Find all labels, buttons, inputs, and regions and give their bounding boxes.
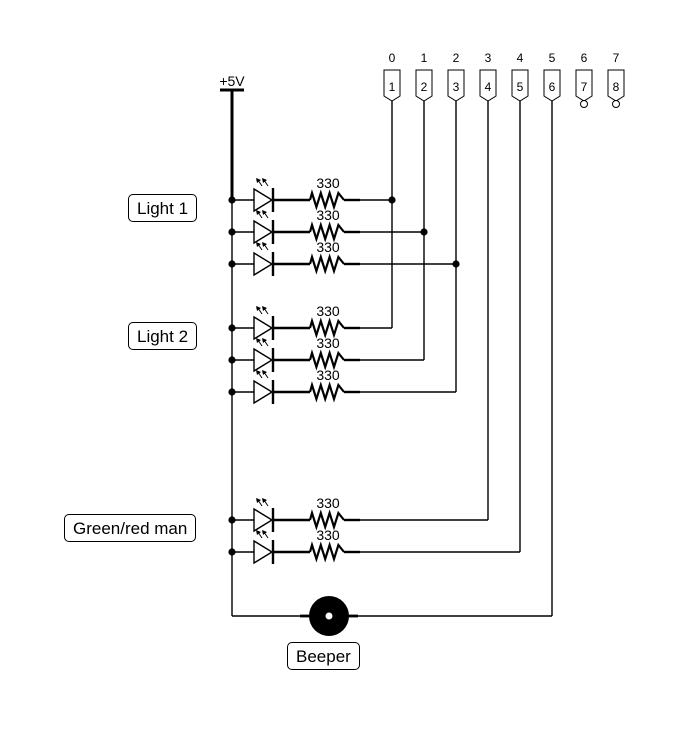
pin-label: 6 [549, 80, 556, 94]
rail-junction-dot [228, 324, 236, 332]
bit-label: 2 [453, 51, 460, 65]
light-1-label: Light 1 [128, 194, 198, 222]
pin-label: 4 [485, 80, 492, 94]
unused-pin-marker [612, 100, 620, 108]
rail-junction-dot [228, 260, 236, 268]
pin-label: 5 [517, 80, 524, 94]
bus-junction-dot [388, 196, 396, 204]
resistor-icon [308, 317, 360, 339]
connector-pin-4: 34 [479, 51, 497, 102]
rail-junction-dot [228, 228, 236, 236]
pin-label: 2 [421, 80, 428, 94]
led-icon [232, 306, 310, 341]
resistor-icon [308, 541, 360, 563]
beeper-icon [309, 596, 349, 636]
power-label: +5V [219, 73, 245, 89]
rail-junction-dot [228, 388, 236, 396]
resistor-value: 330 [316, 207, 340, 223]
connector-pin-8: 78 [607, 51, 625, 108]
rail-junction-dot [228, 516, 236, 524]
bit-label: 4 [517, 51, 524, 65]
resistor-value: 330 [316, 175, 340, 191]
resistor-value: 330 [316, 527, 340, 543]
pin-label: 8 [613, 80, 620, 94]
resistor-icon [308, 381, 360, 403]
connector-pin-2: 12 [415, 51, 433, 102]
led-icon [232, 178, 310, 213]
resistor-value: 330 [316, 303, 340, 319]
resistor-value: 330 [316, 367, 340, 383]
resistor-value: 330 [316, 239, 340, 255]
light-2-label: Light 2 [128, 322, 198, 350]
resistor-icon [308, 253, 360, 275]
led-icon [232, 210, 310, 245]
green-red-man-label: Green/red man [64, 514, 197, 542]
pin-label: 7 [581, 80, 588, 94]
unused-pin-marker [580, 100, 588, 108]
resistor-icon [308, 509, 360, 531]
bit-label: 0 [389, 51, 396, 65]
bit-label: 6 [581, 51, 588, 65]
rail-junction-dot [228, 196, 236, 204]
bit-label: 5 [549, 51, 556, 65]
rail-junction-dot [228, 356, 236, 364]
rail-junction-dot [228, 548, 236, 556]
resistor-value: 330 [316, 335, 340, 351]
pin-label: 3 [453, 80, 460, 94]
connector-pin-1: 01 [383, 51, 401, 102]
led-icon [232, 338, 310, 373]
beeper-label: Beeper [287, 642, 360, 670]
led-icon [232, 242, 310, 277]
led-icon [232, 370, 310, 405]
bit-label: 1 [421, 51, 428, 65]
led-icon [232, 530, 310, 565]
resistor-icon [308, 221, 360, 243]
bus-junction-dot [452, 260, 460, 268]
connector-pin-3: 23 [447, 51, 465, 102]
resistor-value: 330 [316, 495, 340, 511]
bit-label: 3 [485, 51, 492, 65]
pin-label: 1 [389, 80, 396, 94]
bus-junction-dot [420, 228, 428, 236]
bit-label: 7 [613, 51, 620, 65]
led-icon [232, 498, 310, 533]
resistor-icon [308, 349, 360, 371]
connector-pin-6: 56 [543, 51, 561, 102]
connector-pin-7: 67 [575, 51, 593, 108]
connector-pin-5: 45 [511, 51, 529, 102]
resistor-icon [308, 189, 360, 211]
